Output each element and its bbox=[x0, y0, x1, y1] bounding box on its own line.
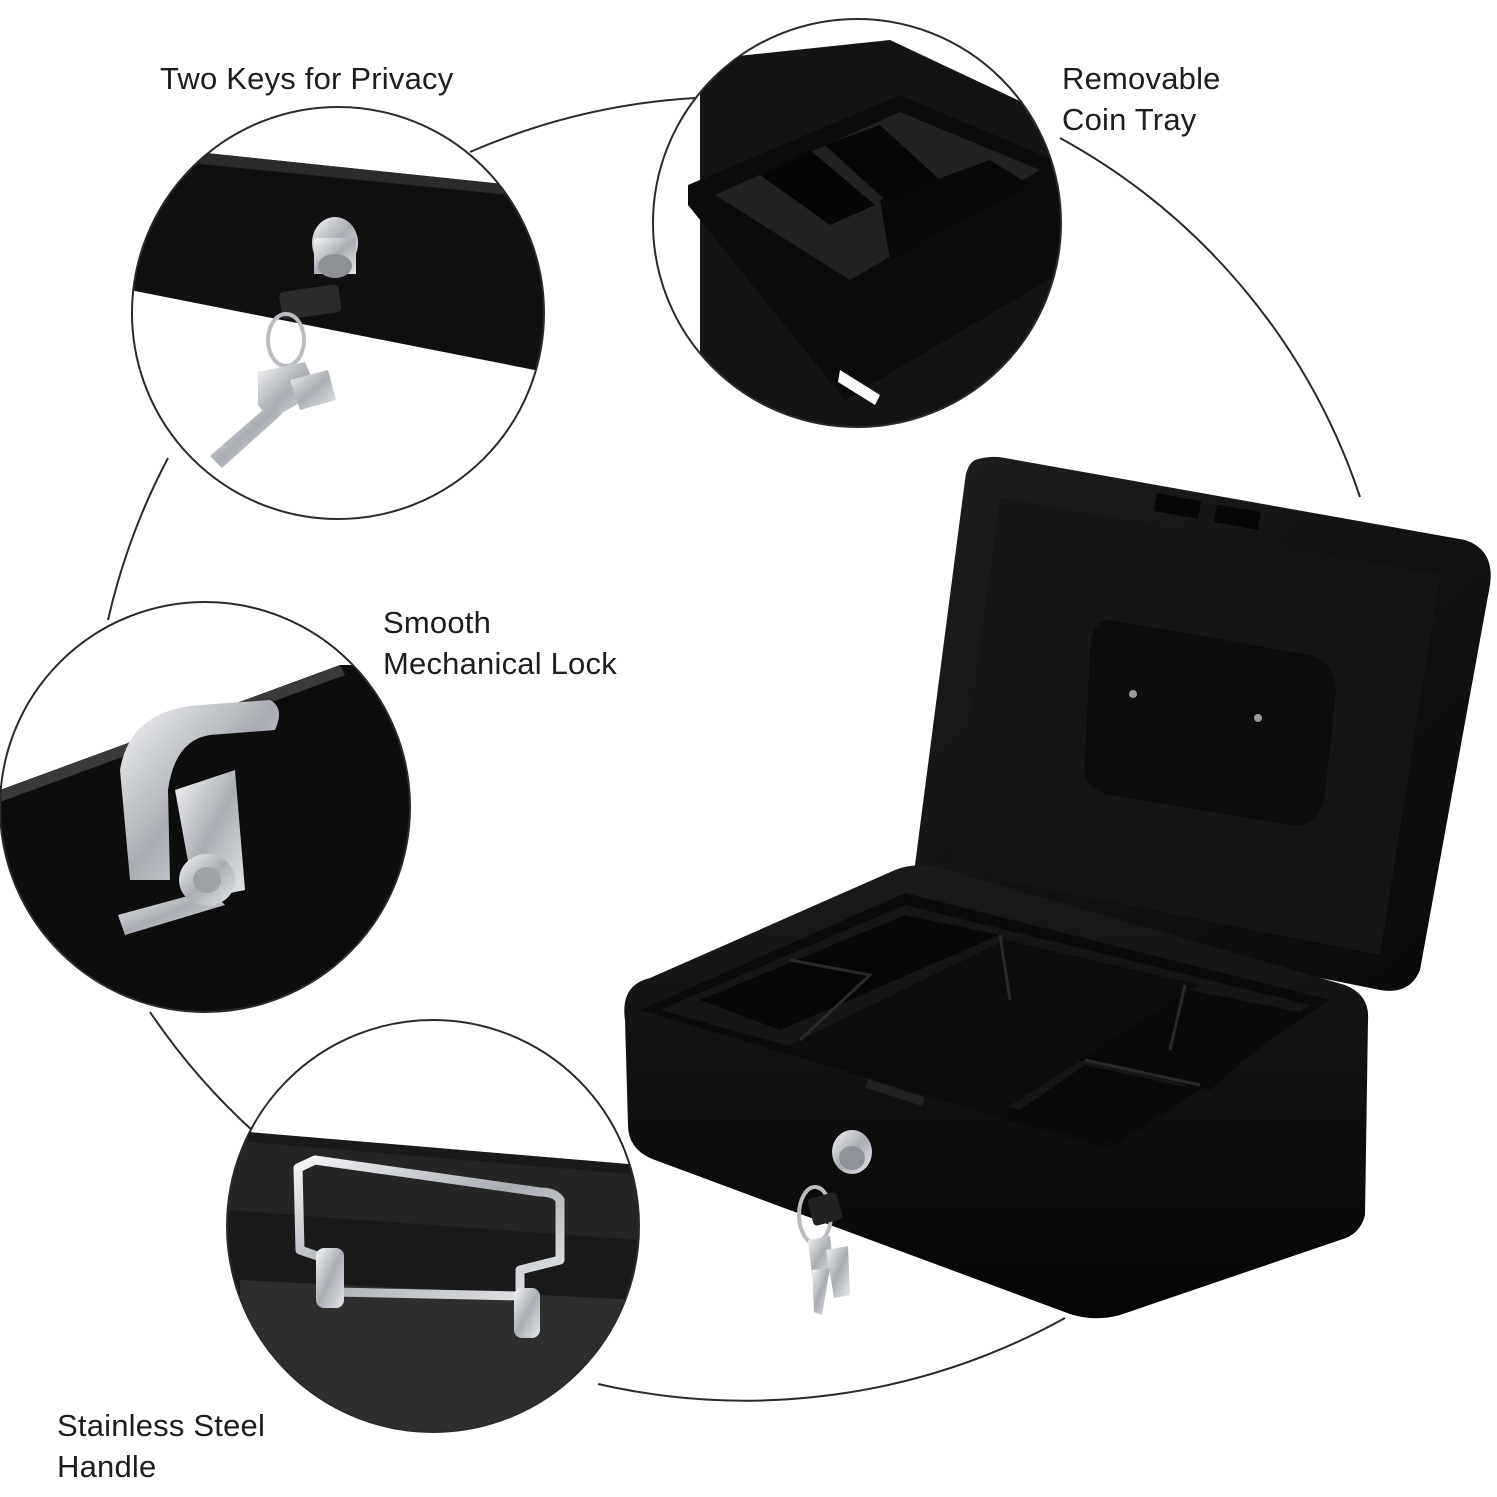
key-cylinder-lock bbox=[312, 217, 358, 278]
cash-box-base bbox=[624, 865, 1369, 1319]
detail-handle-circle bbox=[226, 1019, 640, 1433]
feature-label-handle: Stainless Steel Handle bbox=[57, 1405, 265, 1487]
feature-label-line: Two Keys for Privacy bbox=[160, 61, 454, 96]
detail-lock-circle bbox=[0, 601, 411, 1013]
feature-label-line: Mechanical Lock bbox=[383, 646, 617, 681]
cash-box-image bbox=[624, 456, 1491, 1319]
connector-ring bbox=[107, 97, 1361, 1402]
detail-keys-circle bbox=[131, 106, 545, 520]
box-keys-icon bbox=[797, 1185, 850, 1315]
feature-label-line: Coin Tray bbox=[1062, 102, 1197, 137]
box-keyhole-icon bbox=[832, 1130, 872, 1174]
feature-label-line: Stainless Steel bbox=[57, 1408, 266, 1443]
feature-label-line: Handle bbox=[57, 1449, 157, 1484]
feature-label-tray: Removable Coin Tray bbox=[1062, 58, 1221, 140]
coin-tray-compartments bbox=[700, 915, 1300, 1140]
cash-box-lid bbox=[914, 456, 1491, 991]
feature-label-line: Smooth bbox=[383, 605, 492, 640]
keys-icon bbox=[210, 284, 342, 468]
feature-label-line: Removable bbox=[1062, 61, 1221, 96]
detail-tray-circle bbox=[652, 18, 1062, 428]
lock-cylinder-icon bbox=[179, 854, 235, 906]
feature-label-lock: Smooth Mechanical Lock bbox=[383, 602, 617, 684]
handle-icon bbox=[293, 1155, 565, 1338]
feature-label-keys: Two Keys for Privacy bbox=[160, 58, 453, 99]
